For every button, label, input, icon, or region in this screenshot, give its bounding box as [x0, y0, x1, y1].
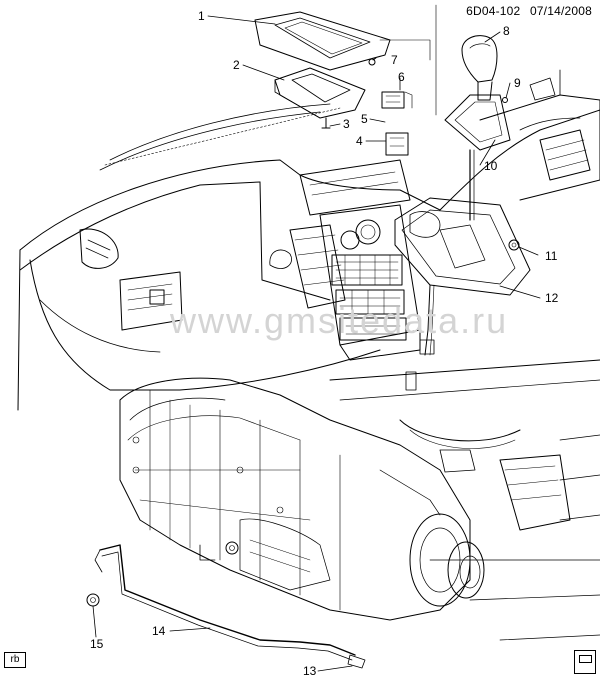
- shifter-boot-plate: [274, 67, 366, 119]
- shift-knob-and-lever: [435, 4, 511, 221]
- shifter-base-assembly: [394, 197, 531, 391]
- center-stack: [299, 159, 421, 361]
- callout-14: 14: [152, 624, 166, 638]
- callout-8: 8: [503, 24, 510, 38]
- footer-tag: rb: [4, 652, 26, 668]
- callout-10: 10: [484, 159, 498, 173]
- floor-pan: [329, 359, 600, 641]
- document-icon: [574, 650, 596, 674]
- callout-7: 7: [391, 53, 398, 67]
- callout-13: 13: [303, 664, 317, 678]
- callout-3: 3: [343, 117, 350, 131]
- callout-4: 4: [356, 134, 363, 148]
- leader-lines: [92, 15, 541, 672]
- diagram-code: 6D04-102: [466, 4, 521, 18]
- callout-15: 15: [90, 637, 104, 651]
- trim-bezel: [254, 11, 391, 71]
- callout-11: 11: [545, 249, 558, 263]
- watermark: www.gmsitedata.ru: [170, 300, 509, 341]
- diagram-date: 07/14/2008: [529, 4, 592, 18]
- callout-1: 1: [198, 9, 205, 23]
- callout-6: 6: [398, 70, 405, 84]
- shift-cable: [94, 544, 366, 669]
- callout-9: 9: [514, 76, 521, 90]
- diagram-header: 6D04-102 07/14/2008: [466, 4, 592, 18]
- switch-assemblies: [381, 91, 413, 156]
- dashboard: [17, 39, 600, 411]
- callout-2: 2: [233, 58, 240, 72]
- callout-12: 12: [545, 291, 559, 305]
- transmission: [119, 377, 485, 621]
- callout-5: 5: [361, 112, 368, 126]
